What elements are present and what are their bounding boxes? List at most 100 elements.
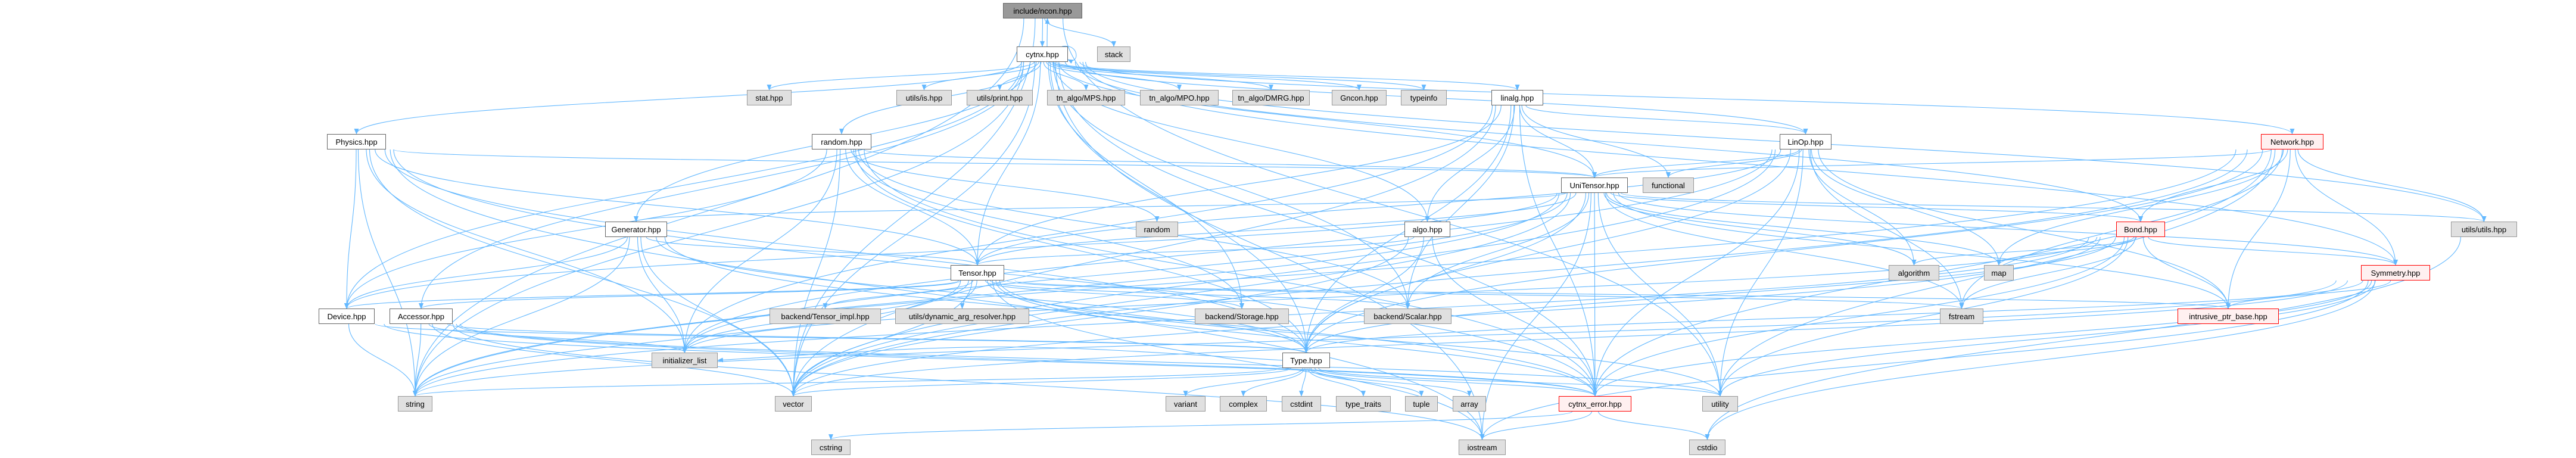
node-intrusive[interactable]: intrusive_ptr_base.hpp [2178,309,2279,324]
node-mps[interactable]: tn_algo/MPS.hpp [1047,90,1125,105]
edge-error-to-iostream [1479,411,1592,440]
node-print[interactable]: utils/print.hpp [967,90,1033,105]
node-symmetry[interactable]: Symmetry.hpp [2361,265,2430,281]
edge-cytnx-to-linalg [1056,61,1520,91]
edge-symmetry-to-error [1593,280,2372,397]
node-label: cstdio [1697,443,1718,452]
node-type[interactable]: Type.hpp [1282,353,1330,368]
node-label: map [1991,268,2007,278]
edge-generator-to-initlist [637,236,687,353]
edge-cytnx-to-error [1058,61,1597,397]
node-generator[interactable]: Generator.hpp [605,222,667,237]
edge-unitensor-to-device [344,192,1558,309]
node-label: LinOp.hpp [1787,137,1824,147]
node-label: linalg.hpp [1500,93,1534,102]
node-unitensor[interactable]: UniTensor.hpp [1561,177,1628,193]
node-label: type_traits [1345,399,1381,409]
edge-type-to-error [1315,367,1597,397]
node-linalg[interactable]: linalg.hpp [1491,90,1543,105]
node-functional[interactable]: functional [1643,177,1694,193]
node-network[interactable]: Network.hpp [2261,134,2323,149]
node-random[interactable]: random [1136,222,1178,237]
edge-cytnx-to-storage [1048,61,1244,309]
edge-tensor-to-device [344,280,959,309]
node-iostream[interactable]: iostream [1459,440,1506,455]
node-ncon[interactable]: include/ncon.hpp [1003,3,1082,18]
edge-linop-to-map [1811,149,2001,266]
node-initlist[interactable]: initializer_list [652,353,718,368]
edge-type-to-complex [1241,367,1305,397]
node-physics[interactable]: Physics.hpp [327,134,386,149]
node-label: Tensor.hpp [958,268,996,278]
edge-bond-to-error [1593,236,2125,397]
edge-unitensor-to-algorithm [1603,192,1917,266]
node-typeinfo[interactable]: typeinfo [1401,90,1447,105]
node-uutils[interactable]: utils/utils.hpp [2451,222,2517,237]
node-linop[interactable]: LinOp.hpp [1780,134,1831,149]
edge-unitensor-to-symmetry [1618,192,2398,266]
edge-generator-to-device [344,236,628,309]
edge-linop-to-tensor [975,149,1781,266]
node-tuple[interactable]: tuple [1405,396,1438,412]
node-cytnx[interactable]: cytnx.hpp [1017,46,1068,62]
edge-unitensor-to-bond [1610,192,2143,222]
node-variant[interactable]: variant [1166,396,1206,412]
node-label: backend/Scalar.hpp [1373,311,1442,321]
node-vector[interactable]: vector [775,396,812,412]
node-algo[interactable]: algo.hpp [1404,222,1450,237]
edge-network-to-map [1996,149,2284,266]
edge-algo-to-type [1304,236,1424,353]
edge-generator-to-vector [640,236,796,397]
edge-linalg-to-unitensor [1519,105,1597,178]
edge-symmetry-to-utility [1718,280,2376,397]
edge-bond-to-fstream [1959,236,2136,309]
node-label: random [1144,225,1170,234]
edge-tensor-to-string [413,280,961,397]
node-complex[interactable]: complex [1220,396,1267,412]
node-gncon[interactable]: Gncon.hpp [1332,90,1387,105]
node-label: algo.hpp [1412,225,1443,234]
node-utility[interactable]: utility [1702,396,1738,412]
node-type_traits[interactable]: type_traits [1336,396,1391,412]
edge-cytnx-to-string [413,61,1024,397]
node-fstream[interactable]: fstream [1940,309,1983,324]
node-cstring[interactable]: cstring [811,440,851,455]
node-label: cstring [819,443,843,452]
node-dmrg[interactable]: tn_algo/DMRG.hpp [1232,90,1310,105]
edge-type-to-vector [791,367,1291,397]
node-label: typeinfo [1410,93,1438,102]
node-stat[interactable]: stat.hpp [747,90,792,105]
edge-algo-to-tensor [975,236,1415,266]
edge-bond-to-symmetry [2148,236,2398,266]
edge-cytnx-to-scalar [1052,61,1410,309]
node-label: cstdint [1290,399,1313,409]
node-label: Type.hpp [1290,356,1322,365]
node-bond[interactable]: Bond.hpp [2116,222,2165,237]
node-label: utils/utils.hpp [2461,225,2507,234]
node-label: random.hpp [821,137,862,147]
edge-cytnx-to-typeinfo [1053,61,1426,91]
node-randomhpp[interactable]: random.hpp [812,134,871,149]
node-string[interactable]: string [398,396,432,412]
node-cstdio[interactable]: cstdio [1689,440,1725,455]
node-label: utils/is.hpp [905,93,943,102]
edge-type-to-cstdint [1299,367,1307,397]
node-error[interactable]: cytnx_error.hpp [1559,396,1631,412]
node-is[interactable]: utils/is.hpp [896,90,952,105]
node-storage[interactable]: backend/Storage.hpp [1195,309,1289,324]
node-label: iostream [1467,443,1497,452]
node-accessor[interactable]: Accessor.hpp [390,309,453,324]
node-mpo[interactable]: tn_algo/MPO.hpp [1140,90,1219,105]
node-dar[interactable]: utils/dynamic_arg_resolver.hpp [895,309,1029,324]
node-cstdint[interactable]: cstdint [1282,396,1321,412]
node-map[interactable]: map [1984,265,2014,281]
node-scalar[interactable]: backend/Scalar.hpp [1364,309,1451,324]
node-tensor[interactable]: Tensor.hpp [951,265,1004,281]
node-stack[interactable]: stack [1097,46,1130,62]
node-timpl[interactable]: backend/Tensor_impl.hpp [770,309,881,324]
node-algorithm[interactable]: algorithm [1889,265,1939,281]
node-device[interactable]: Device.hpp [319,309,375,324]
edge-symmetry-to-iostream [1479,280,2369,440]
edge-linop-to-initlist [682,149,1773,353]
node-array[interactable]: array [1453,396,1486,412]
